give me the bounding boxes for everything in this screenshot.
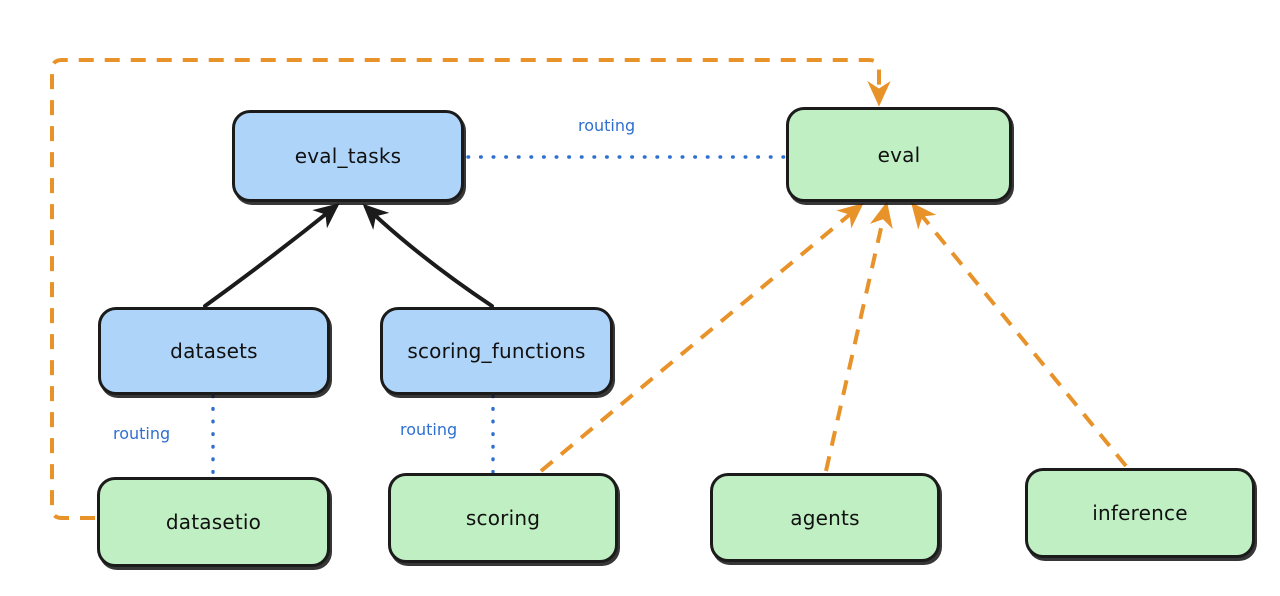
node-label-scoring: scoring xyxy=(465,506,541,530)
node-agents[interactable]: agents xyxy=(710,473,940,562)
edge-scoring-eval xyxy=(539,203,864,473)
edge-scoring-functions-eval-tasks xyxy=(362,203,494,308)
edge-label-routing-scoring-functions: routing xyxy=(400,420,458,439)
edge-datasetio-eval xyxy=(50,58,891,520)
node-label-agents: agents xyxy=(790,505,860,530)
edge-datasets-eval-tasks xyxy=(203,203,340,308)
node-eval-tasks[interactable]: eval_tasks xyxy=(232,110,464,202)
node-datasets[interactable]: datasets xyxy=(98,307,330,395)
node-inference[interactable]: inference xyxy=(1025,468,1255,558)
edge-label-routing-eval-tasks: routing xyxy=(578,116,636,135)
node-label-datasetio: datasetio xyxy=(165,510,262,534)
node-label-eval-tasks: eval_tasks xyxy=(294,144,402,168)
node-scoring[interactable]: scoring xyxy=(388,473,618,563)
edge-inference-eval xyxy=(911,202,1128,468)
node-label-inference: inference xyxy=(1092,501,1188,525)
node-scoring-functions[interactable]: scoring_functions xyxy=(380,307,613,395)
node-label-eval: eval xyxy=(877,142,921,167)
node-eval[interactable]: eval xyxy=(786,107,1012,202)
edge-label-routing-datasets: routing xyxy=(113,424,171,443)
node-label-scoring-functions: scoring_functions xyxy=(407,339,586,363)
node-datasetio[interactable]: datasetio xyxy=(97,477,330,567)
edge-agents-eval xyxy=(824,201,893,472)
node-label-datasets: datasets xyxy=(170,339,258,363)
